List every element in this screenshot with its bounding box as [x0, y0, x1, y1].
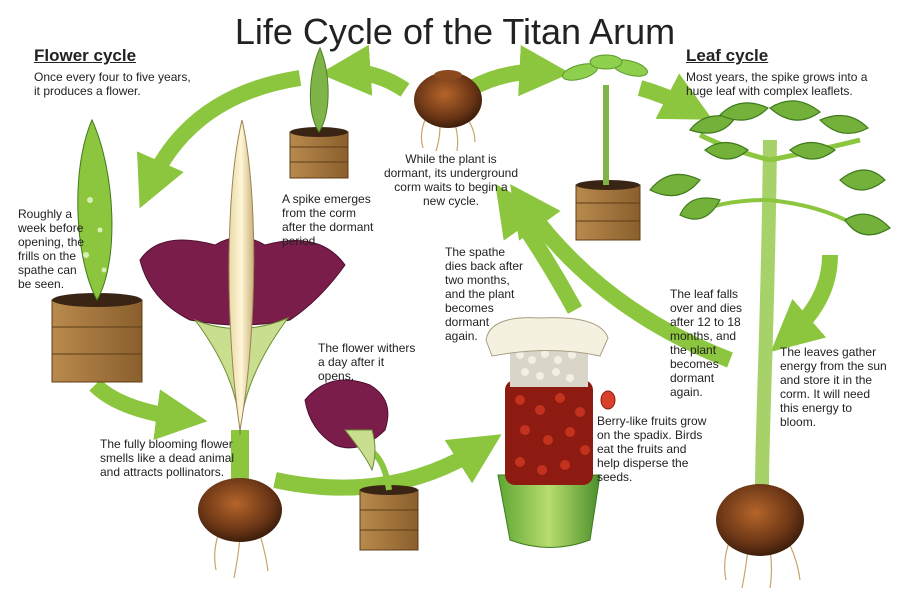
caption-frills: Roughly a week before opening, the frill… [18, 207, 85, 291]
arrow-spike-to-bud [137, 70, 302, 209]
arrow-bloom-to-fruit [273, 434, 502, 496]
caption-berries: Berry-like fruits grow on the spadix. Bi… [597, 414, 707, 484]
caption-spathe-dies: The spathe dies back after two months, a… [445, 245, 524, 343]
arrow-leaf-to-corm [770, 254, 838, 352]
spike-crate [289, 46, 349, 179]
flower-cycle-intro: Once every four to five years, it produc… [34, 70, 191, 98]
caption-leaves-gather: The leaves gather energy from the sun an… [780, 345, 887, 429]
fruiting-spadix [485, 317, 616, 548]
leaf-plant [649, 100, 891, 589]
caption-leaf-falls: The leaf falls over and dies after 12 to… [670, 287, 743, 399]
arrow-sapling-to-leaf [637, 73, 713, 120]
bud-crate [51, 118, 143, 383]
arrow-leafdeath-to-dormant [510, 184, 733, 368]
sapling-crate [562, 54, 648, 241]
caption-withers: The flower withers a day after it opens. [318, 341, 416, 383]
caption-spike: A spike emerges from the corm after the … [282, 192, 374, 248]
leaf-cycle-intro: Most years, the spike grows into a huge … [686, 70, 868, 98]
dormant-corm [414, 70, 482, 152]
arrow-corm-to-sapling [468, 45, 571, 97]
flower-cycle-heading: Flower cycle [34, 46, 137, 65]
withered-flower-crate [304, 379, 419, 551]
leaf-cycle-heading: Leaf cycle [686, 46, 769, 65]
blooming-flower [139, 119, 346, 579]
caption-blooming: The fully blooming flower smells like a … [100, 437, 235, 479]
caption-dormant: While the plant is dormant, its undergro… [383, 152, 519, 208]
arrow-bud-to-bloom [89, 379, 208, 441]
page-title: Life Cycle of the Titan Arum [234, 11, 676, 52]
arrow-corm-to-spike [319, 44, 410, 97]
cycle-arrows [89, 44, 838, 496]
